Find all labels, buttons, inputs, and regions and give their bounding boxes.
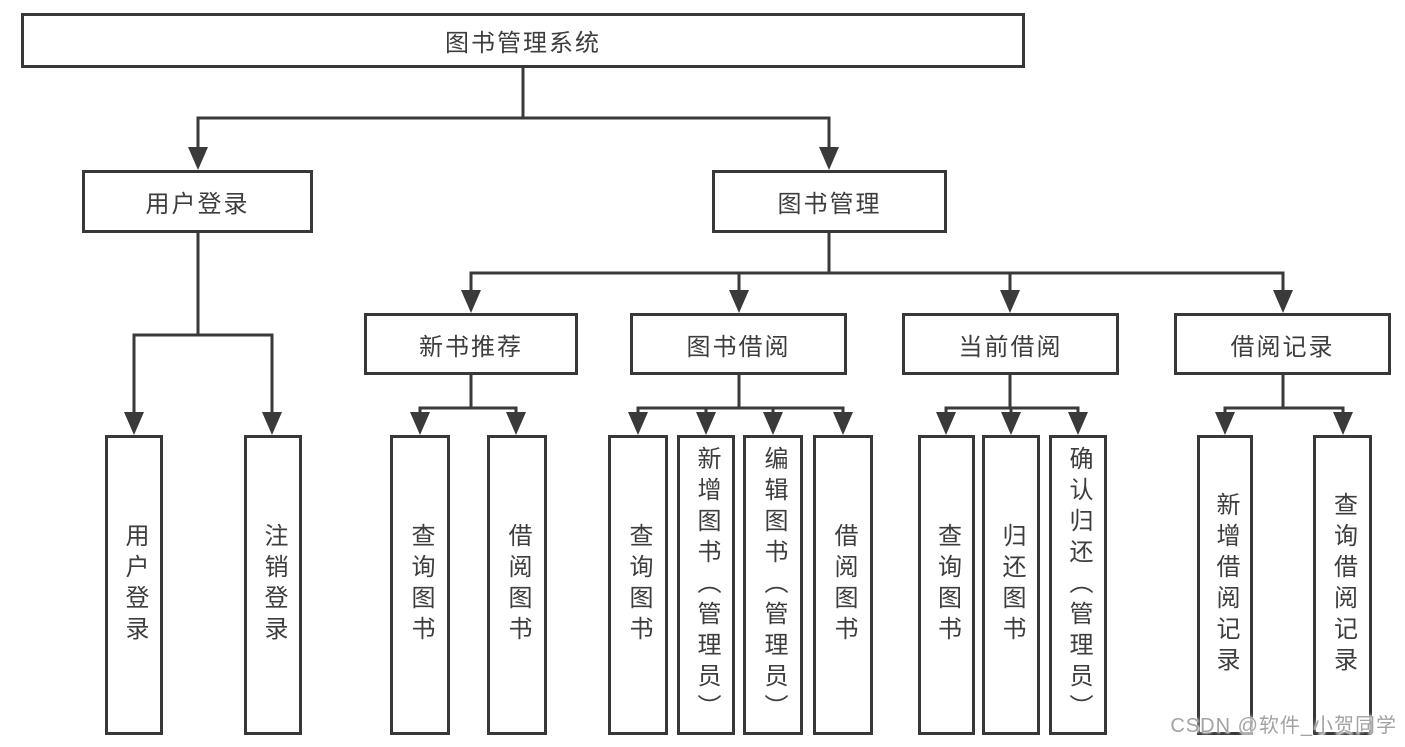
node-label: 查询借阅记录	[1329, 492, 1357, 678]
node-label: 归还图书	[998, 523, 1025, 647]
node-leaf-confirm-return-admin: 确认归还（管理员）	[1049, 435, 1107, 735]
node-label: 借阅图书	[504, 523, 531, 647]
node-leaf-edit-books-admin: 编辑图书（管理员）	[743, 435, 803, 735]
node-leaf-search-books: 查询图书	[390, 435, 450, 735]
node-label: 新增借阅记录	[1212, 492, 1239, 678]
node-current-borrowing: 当前借阅	[902, 313, 1119, 375]
node-user-login: 用户登录	[82, 170, 313, 233]
node-leaf-return-books: 归还图书	[982, 435, 1040, 735]
node-borrow-records: 借阅记录	[1174, 313, 1391, 375]
node-book-borrowing: 图书借阅	[630, 313, 847, 375]
node-leaf-user-login: 用户登录	[105, 435, 163, 735]
node-leaf-borrow-books: 借阅图书	[487, 435, 547, 735]
node-leaf-add-books-admin: 新增图书（管理员）	[677, 435, 735, 735]
node-leaf-borrow-books: 借阅图书	[813, 435, 873, 735]
node-label: 查询图书	[933, 523, 961, 647]
node-label: 查询图书	[407, 523, 434, 647]
node-label: 确认归还（管理员）	[1065, 445, 1092, 725]
node-label: 查询图书	[625, 523, 652, 647]
node-label: 新增图书（管理员）	[693, 445, 720, 725]
node-label: 借阅图书	[830, 523, 857, 647]
node-label: 注销登录	[260, 523, 287, 647]
node-new-book-recommend: 新书推荐	[364, 313, 578, 375]
node-book-management: 图书管理	[712, 170, 947, 233]
node-leaf-search-books: 查询图书	[918, 435, 975, 735]
arrowheads	[124, 147, 1353, 435]
node-leaf-search-borrow-record: 查询借阅记录	[1313, 435, 1372, 735]
csdn-watermark: CSDN @软件_小贺同学	[1170, 715, 1397, 737]
node-leaf-logout: 注销登录	[244, 435, 302, 735]
node-label: 用户登录	[121, 523, 148, 647]
node-leaf-search-books: 查询图书	[608, 435, 668, 735]
tree-edges	[132, 68, 1345, 414]
node-library-management-system: 图书管理系统	[21, 13, 1025, 68]
node-label: 编辑图书（管理员）	[760, 445, 787, 725]
node-leaf-add-borrow-record: 新增借阅记录	[1197, 435, 1253, 735]
